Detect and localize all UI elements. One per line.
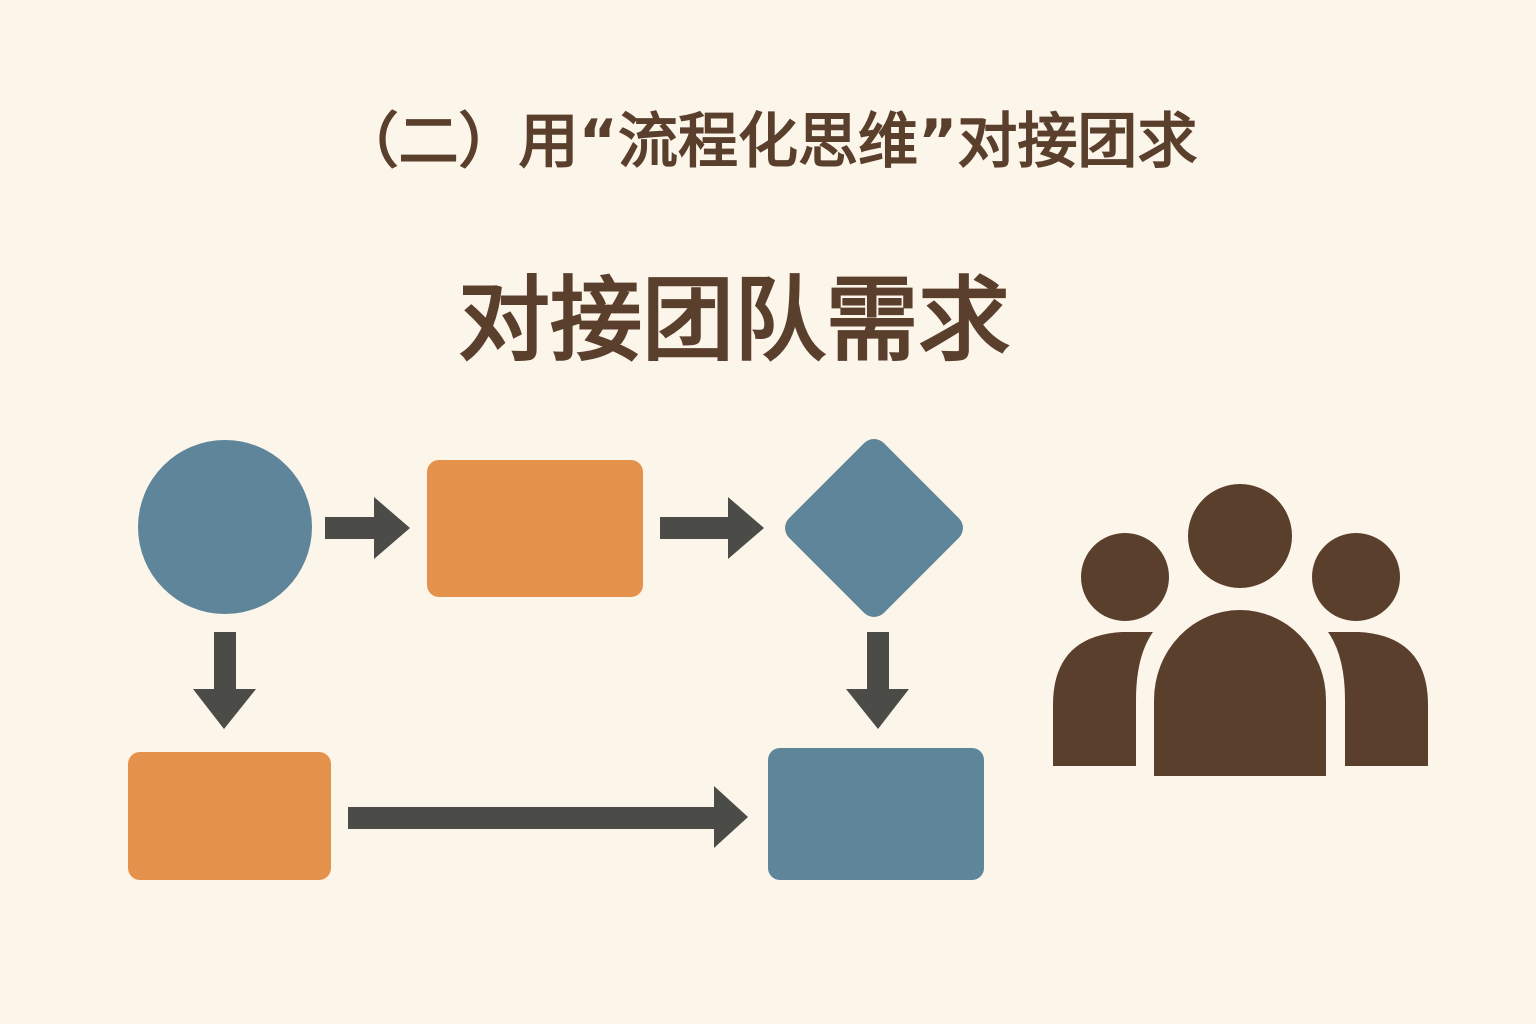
team-icon (1053, 484, 1428, 776)
arrow-bottom-to-result (348, 786, 748, 848)
decision-diamond-node (785, 439, 963, 617)
arrow-decision-down (846, 632, 909, 729)
arrow-start-to-process (325, 497, 410, 559)
result-box (768, 748, 984, 880)
process-box-top (427, 460, 643, 597)
page-title: （二）用“流程化思维”对接团求 (338, 107, 1198, 177)
start-circle-node (138, 440, 312, 614)
arrow-process-to-decision (660, 497, 764, 559)
arrow-start-down (193, 632, 256, 729)
process-box-bottom (128, 752, 331, 880)
page-subtitle: 对接团队需求 (458, 267, 1011, 374)
